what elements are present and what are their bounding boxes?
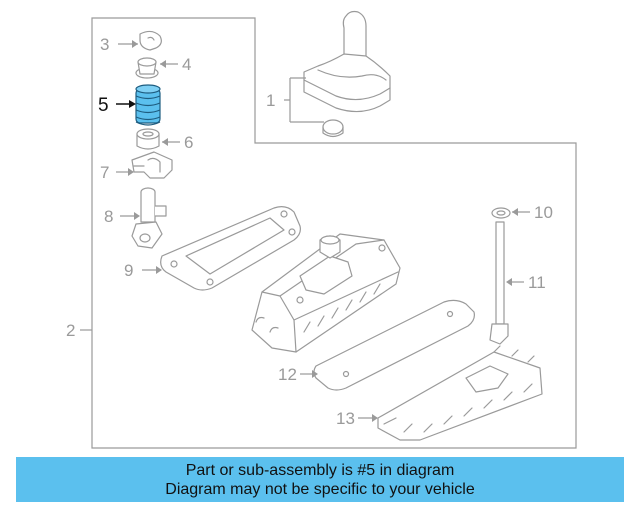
callout-5[interactable]: 5: [98, 95, 109, 116]
leader-3-arrow: [132, 40, 138, 48]
banner-line-2: Diagram may not be specific to your vehi…: [165, 481, 475, 498]
part-11-rod[interactable]: [489, 221, 509, 345]
part-7-bracket[interactable]: [131, 151, 173, 179]
leader-4-arrow: [160, 60, 166, 68]
callout-8[interactable]: 8: [104, 207, 113, 226]
callout-2[interactable]: 2: [66, 321, 75, 340]
leader-12-arrow: [312, 370, 318, 378]
callout-9[interactable]: 9: [124, 261, 133, 280]
callout-10[interactable]: 10: [534, 203, 553, 222]
part-8-lever[interactable]: [131, 187, 167, 249]
banner-line-1: Part or sub-assembly is #5 in diagram: [185, 462, 455, 479]
callout-11[interactable]: 11: [528, 273, 546, 292]
leader-1: [284, 77, 324, 123]
callout-13[interactable]: 13: [336, 409, 355, 428]
leader-11-arrow: [506, 278, 512, 286]
leader-13-arrow: [372, 414, 378, 422]
leader-7-arrow: [128, 168, 134, 176]
part-10-washer[interactable]: [491, 207, 511, 219]
leader-10-arrow: [512, 208, 518, 216]
part-3-clip[interactable]: [139, 30, 162, 51]
callout-1[interactable]: 1: [266, 91, 275, 110]
shifter-housing: [251, 233, 401, 353]
part-4-bushing[interactable]: [135, 57, 159, 79]
callout-12[interactable]: 12: [278, 365, 297, 384]
leader-8-arrow: [134, 212, 140, 220]
callout-3[interactable]: 3: [100, 35, 109, 54]
leader-6-arrow: [162, 138, 168, 146]
callout-6[interactable]: 6: [184, 133, 193, 152]
part-13-base-plate[interactable]: [377, 345, 543, 441]
leader-5-arrow: [129, 100, 136, 108]
leader-9-arrow: [156, 266, 162, 274]
callout-4[interactable]: 4: [182, 55, 191, 74]
part-1-shift-knob-boot[interactable]: [303, 10, 391, 138]
part-5-highlighted[interactable]: [135, 84, 161, 126]
callout-7[interactable]: 7: [100, 163, 109, 182]
part-9-gasket[interactable]: [160, 206, 301, 291]
info-banner: Part or sub-assembly is #5 in diagram Di…: [16, 457, 624, 502]
part-6-ring[interactable]: [136, 128, 160, 150]
assembly-outline: [91, 17, 577, 449]
